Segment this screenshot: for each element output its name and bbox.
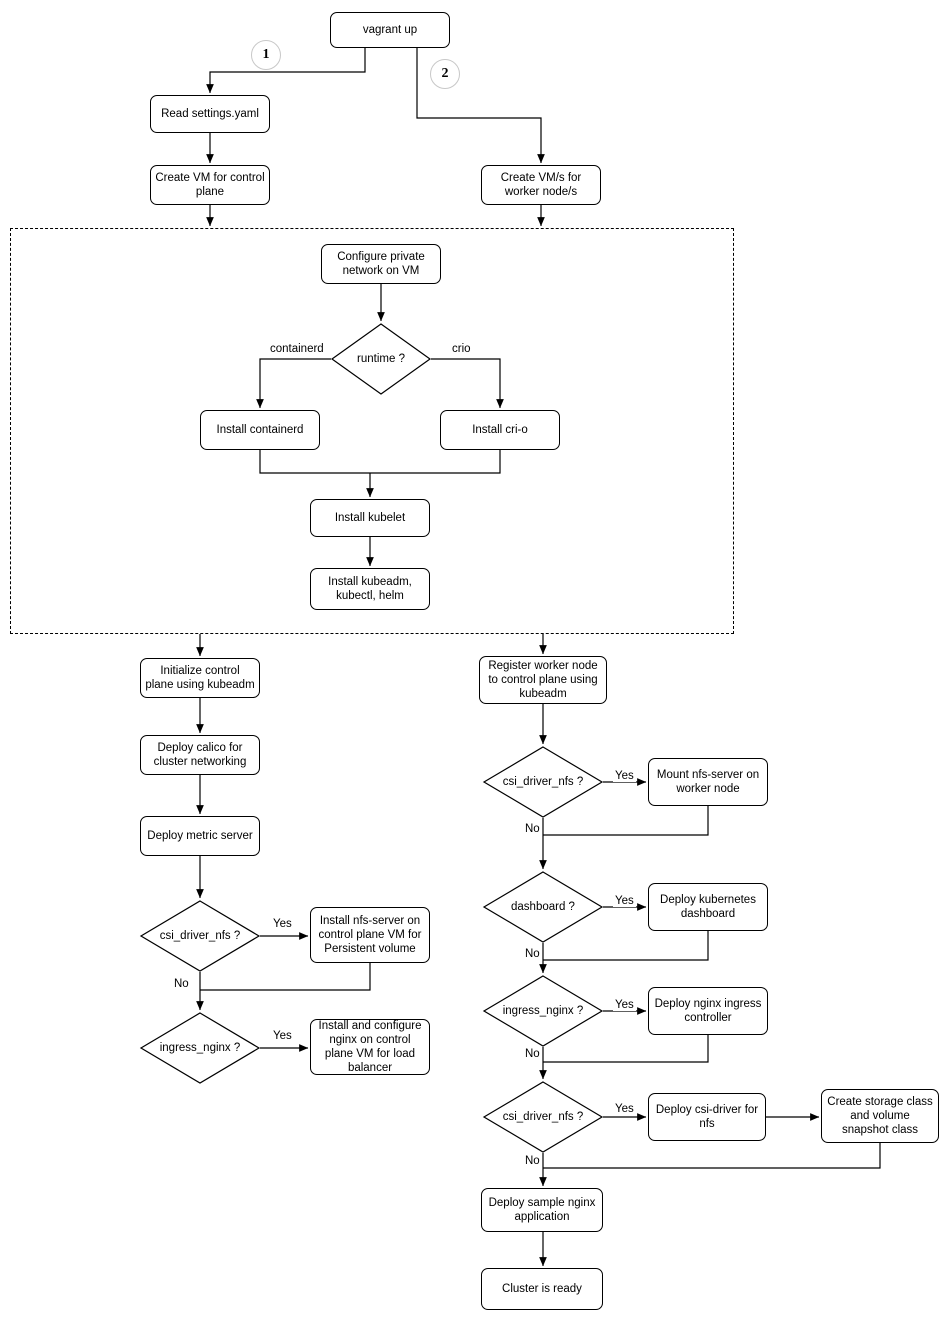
- node-label: Register worker node to control plane us…: [488, 660, 598, 700]
- decision-runtime[interactable]: runtime ?: [330, 323, 432, 395]
- decision-bottom-csi-driver-nfs[interactable]: csi_driver_nfs ?: [482, 1081, 604, 1153]
- edge-label-runtime-crio: crio: [450, 343, 473, 355]
- edge-label-left-ingress-yes: Yes: [271, 1030, 294, 1042]
- node-create-storage-class[interactable]: Create storage class and volume snapshot…: [821, 1089, 939, 1143]
- node-install-nginx-load-balancer[interactable]: Install and configure nginx on control p…: [310, 1019, 430, 1075]
- node-label: Install cri-o: [472, 424, 528, 436]
- node-install-kubelet[interactable]: Install kubelet: [310, 499, 430, 537]
- node-create-vm-workers[interactable]: Create VM/s for worker node/s: [481, 165, 601, 205]
- node-label: Read settings.yaml: [161, 108, 259, 120]
- node-label: Deploy metric server: [147, 830, 253, 842]
- node-deploy-sample-nginx-application[interactable]: Deploy sample nginx application: [481, 1188, 603, 1232]
- node-deploy-calico[interactable]: Deploy calico for cluster networking: [140, 735, 260, 775]
- node-deploy-csi-driver-nfs[interactable]: Deploy csi-driver for nfs: [648, 1093, 766, 1141]
- node-mount-nfs-server-worker[interactable]: Mount nfs-server on worker node: [648, 758, 768, 806]
- edge-label-left-csi-no: No: [172, 978, 191, 990]
- decision-worker-ingress-nginx[interactable]: ingress_nginx ?: [482, 975, 604, 1047]
- node-label: Mount nfs-server on worker node: [656, 769, 760, 795]
- node-label: Deploy csi-driver for nfs: [655, 1104, 759, 1130]
- node-install-nfs-server-control-plane[interactable]: Install nfs-server on control plane VM f…: [310, 907, 430, 963]
- node-label: Install kubeadm, kubectl, helm: [328, 576, 412, 602]
- node-label: Install nfs-server on control plane VM f…: [318, 915, 422, 955]
- node-install-containerd[interactable]: Install containerd: [200, 410, 320, 450]
- edge-label-dashboard-no: No: [523, 948, 542, 960]
- node-label: Initialize control plane using kubeadm: [145, 665, 255, 691]
- node-label: Install containerd: [216, 424, 304, 436]
- badge-label: 2: [441, 66, 449, 81]
- node-label: Create VM/s for worker node/s: [500, 172, 582, 198]
- node-create-vm-control-plane[interactable]: Create VM for control plane: [150, 165, 270, 205]
- node-label: Cluster is ready: [502, 1283, 582, 1295]
- edge-label-bottom-csi-yes: Yes: [613, 1103, 636, 1115]
- edge-label-worker-csi-yes: Yes: [613, 770, 636, 782]
- edge-label-left-csi-yes: Yes: [271, 918, 294, 930]
- edge-label-runtime-containerd: containerd: [268, 343, 326, 355]
- decision-left-csi-driver-nfs[interactable]: csi_driver_nfs ?: [139, 900, 261, 972]
- edge-label-worker-csi-no: No: [523, 823, 542, 835]
- edge-label-bottom-csi-no: No: [523, 1155, 542, 1167]
- provisioning-common-steps-group: [10, 228, 734, 634]
- edge-label-worker-ingress-no: No: [523, 1048, 542, 1060]
- node-initialize-control-plane[interactable]: Initialize control plane using kubeadm: [140, 658, 260, 698]
- node-label: Configure private network on VM: [337, 251, 425, 277]
- edge-label-worker-ingress-yes: Yes: [613, 999, 636, 1011]
- node-read-settings-yaml[interactable]: Read settings.yaml: [150, 95, 270, 133]
- node-label: Install kubelet: [334, 512, 406, 524]
- node-cluster-is-ready[interactable]: Cluster is ready: [481, 1268, 603, 1310]
- node-label: Deploy nginx ingress controller: [654, 998, 762, 1024]
- decision-worker-csi-driver-nfs[interactable]: csi_driver_nfs ?: [482, 746, 604, 818]
- node-label: Deploy calico for cluster networking: [153, 742, 247, 768]
- node-label: vagrant up: [362, 24, 418, 36]
- node-register-worker-node[interactable]: Register worker node to control plane us…: [479, 656, 607, 704]
- node-deploy-kubernetes-dashboard[interactable]: Deploy kubernetes dashboard: [648, 883, 768, 931]
- decision-dashboard[interactable]: dashboard ?: [482, 871, 604, 943]
- node-vagrant-up[interactable]: vagrant up: [330, 12, 450, 48]
- node-label: Deploy kubernetes dashboard: [660, 894, 756, 920]
- decision-left-ingress-nginx[interactable]: ingress_nginx ?: [139, 1012, 261, 1084]
- step-badge-2: 2: [430, 59, 460, 89]
- node-deploy-nginx-ingress-controller[interactable]: Deploy nginx ingress controller: [648, 987, 768, 1035]
- node-configure-private-network[interactable]: Configure private network on VM: [321, 244, 441, 284]
- node-label: Install and configure nginx on control p…: [318, 1020, 422, 1074]
- edge-label-dashboard-yes: Yes: [613, 895, 636, 907]
- badge-label: 1: [262, 47, 270, 62]
- node-deploy-metric-server[interactable]: Deploy metric server: [140, 816, 260, 856]
- step-badge-1: 1: [251, 40, 281, 70]
- node-label: Create storage class and volume snapshot…: [827, 1096, 933, 1136]
- node-label: Deploy sample nginx application: [488, 1197, 596, 1223]
- node-label: Create VM for control plane: [155, 172, 265, 198]
- node-install-kubeadm-kubectl-helm[interactable]: Install kubeadm, kubectl, helm: [310, 568, 430, 610]
- node-install-crio[interactable]: Install cri-o: [440, 410, 560, 450]
